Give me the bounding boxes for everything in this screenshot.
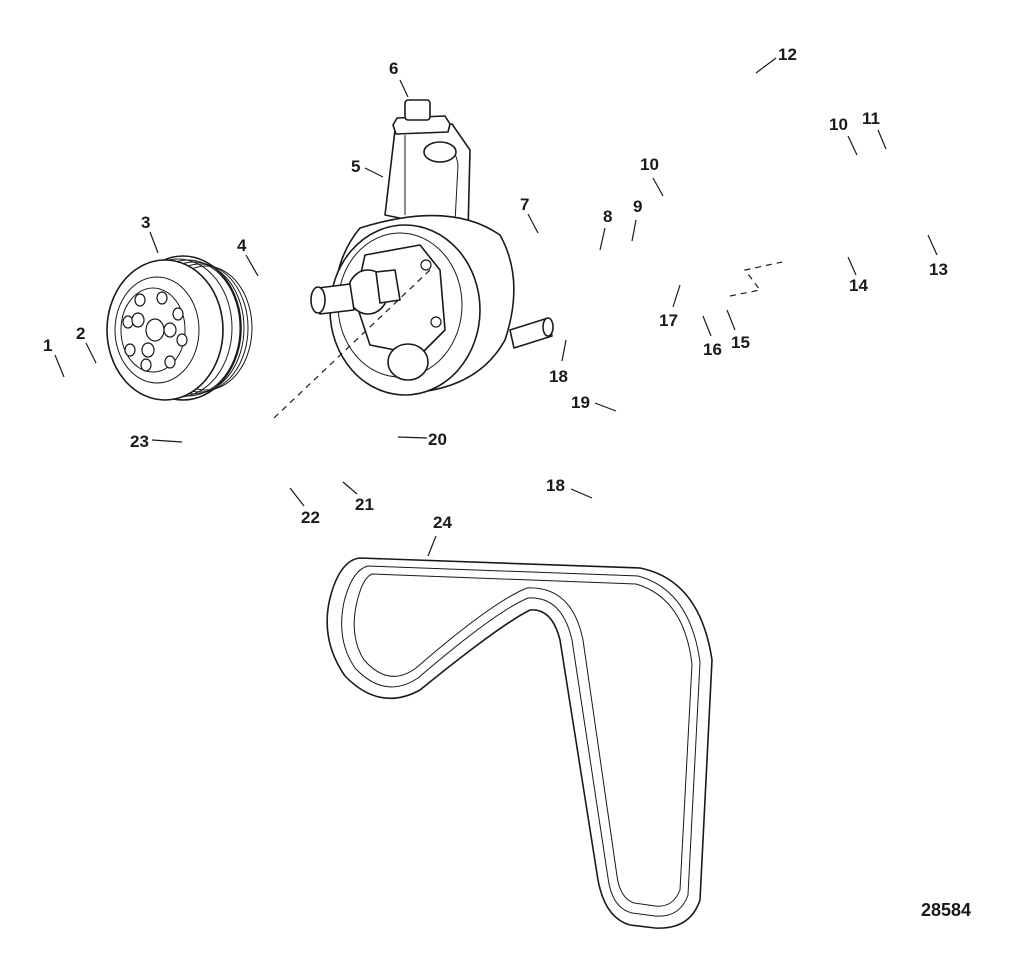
callout-1: 1 [43, 336, 52, 355]
serpentine-belt-icon [326, 557, 713, 929]
callout-10a: 10 [640, 155, 659, 174]
figure-number: 28584 [921, 900, 971, 920]
callout-5: 5 [351, 157, 360, 176]
callout-9: 9 [633, 197, 642, 216]
callout-21: 21 [355, 495, 374, 514]
callout-13: 13 [929, 260, 948, 279]
callout-22: 22 [301, 508, 320, 527]
fitting-dashed-line [729, 261, 783, 297]
callout-7: 7 [520, 195, 529, 214]
callout-16: 16 [703, 340, 722, 359]
callout-19: 19 [571, 393, 590, 412]
callout-24: 24 [433, 513, 452, 532]
callout-11: 11 [862, 109, 880, 128]
callout-2: 2 [76, 324, 85, 343]
callout-labels: 1 2 3 4 5 6 7 8 9 10 10 11 12 13 14 15 1… [43, 45, 948, 532]
callout-18b: 18 [546, 476, 565, 495]
callout-8: 8 [603, 207, 612, 226]
pulley-icon [106, 255, 253, 401]
callout-12: 12 [778, 45, 797, 64]
callout-20: 20 [428, 430, 447, 449]
callout-18a: 18 [549, 367, 568, 386]
callout-4: 4 [237, 236, 247, 255]
callout-6: 6 [389, 59, 398, 78]
leader-lines [54, 57, 938, 557]
callout-10b: 10 [829, 115, 848, 134]
alignment-dashed-line [273, 269, 431, 419]
power-steering-pump-icon [310, 99, 554, 396]
callout-15: 15 [731, 333, 750, 352]
callout-3: 3 [141, 213, 150, 232]
callout-17: 17 [659, 311, 678, 330]
callout-23: 23 [130, 432, 149, 451]
callout-14: 14 [849, 276, 868, 295]
